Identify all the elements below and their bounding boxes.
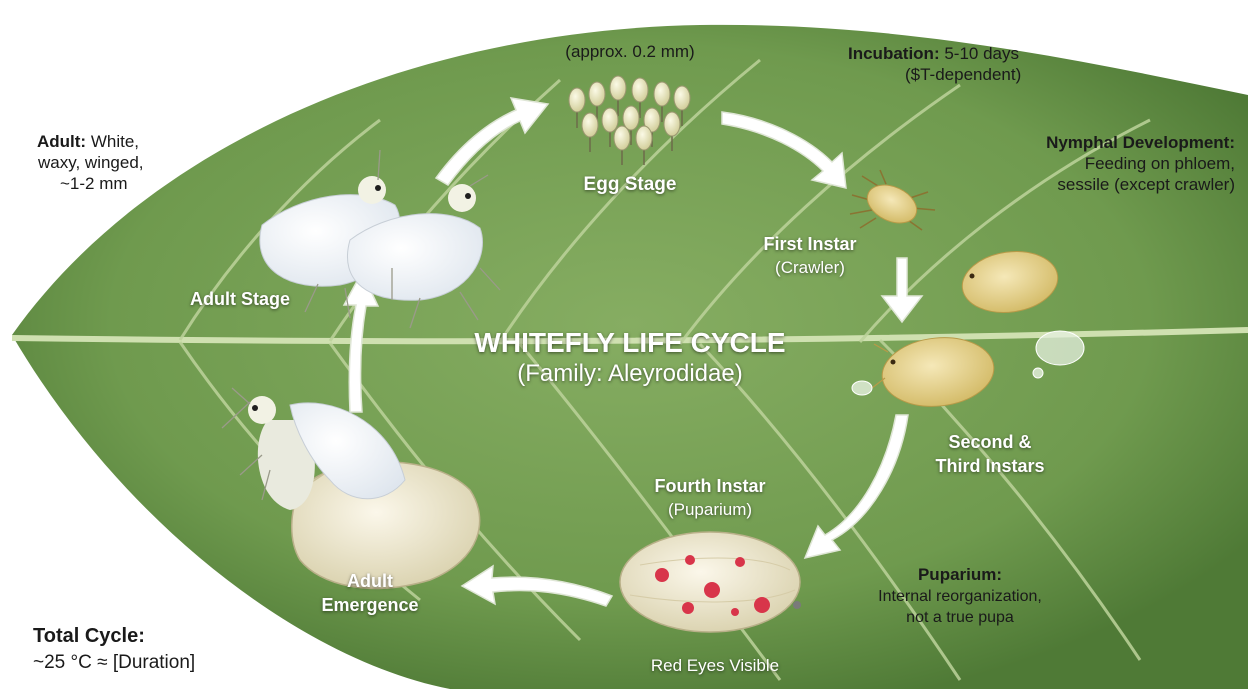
adult-note: Adult: White, <box>37 132 197 152</box>
emergence-label-2: Emergence <box>300 595 440 616</box>
puparium-line1: Internal reorganization, <box>835 588 1085 607</box>
water-droplet <box>1036 331 1084 365</box>
total-cycle-line1: ~25 °C ≈ [Duration] <box>33 652 293 674</box>
adult-note-line2: waxy, winged, <box>38 153 198 173</box>
total-cycle-heading: Total Cycle: <box>33 625 253 649</box>
diagram-title: WHITEFLY LIFE CYCLE <box>440 326 820 359</box>
adult-note-line3: ~1-2 mm <box>60 174 200 194</box>
puparium-line2: not a true pupa <box>835 609 1085 628</box>
egg-size-label: (approx. 0.2 mm) <box>530 42 730 62</box>
first-instar-sub: (Crawler) <box>730 258 890 278</box>
adult-stage-label: Adult Stage <box>160 289 320 310</box>
fourth-instar-puparium <box>620 532 801 632</box>
diagram-subtitle: (Family: Aleyrodidae) <box>440 360 820 388</box>
nymphal-heading: Nymphal Development: <box>960 133 1235 153</box>
second-third-label-2: Third Instars <box>910 456 1070 477</box>
fourth-instar-sub: (Puparium) <box>620 500 800 520</box>
incubation-heading: Incubation: <box>848 44 940 63</box>
incubation-text: 5-10 days <box>940 44 1019 63</box>
egg-stage-label: Egg Stage <box>540 174 720 196</box>
second-third-label-1: Second & <box>910 432 1070 453</box>
incubation-note-line2: ($T-dependent) <box>905 65 1085 85</box>
fourth-instar-label: Fourth Instar <box>620 476 800 497</box>
nymphal-line1: Feeding on phloem, <box>960 154 1235 174</box>
emergence-label-1: Adult <box>300 571 440 592</box>
incubation-note: Incubation: 5-10 days <box>848 44 1108 64</box>
nymphal-line2: sessile (except crawler) <box>960 175 1235 195</box>
first-instar-label: First Instar <box>730 234 890 255</box>
red-eyes-label: Red Eyes Visible <box>605 656 825 676</box>
adult-note-text: White, <box>86 132 139 151</box>
puparium-heading: Puparium: <box>840 565 1080 585</box>
adult-note-heading: Adult: <box>37 132 86 151</box>
